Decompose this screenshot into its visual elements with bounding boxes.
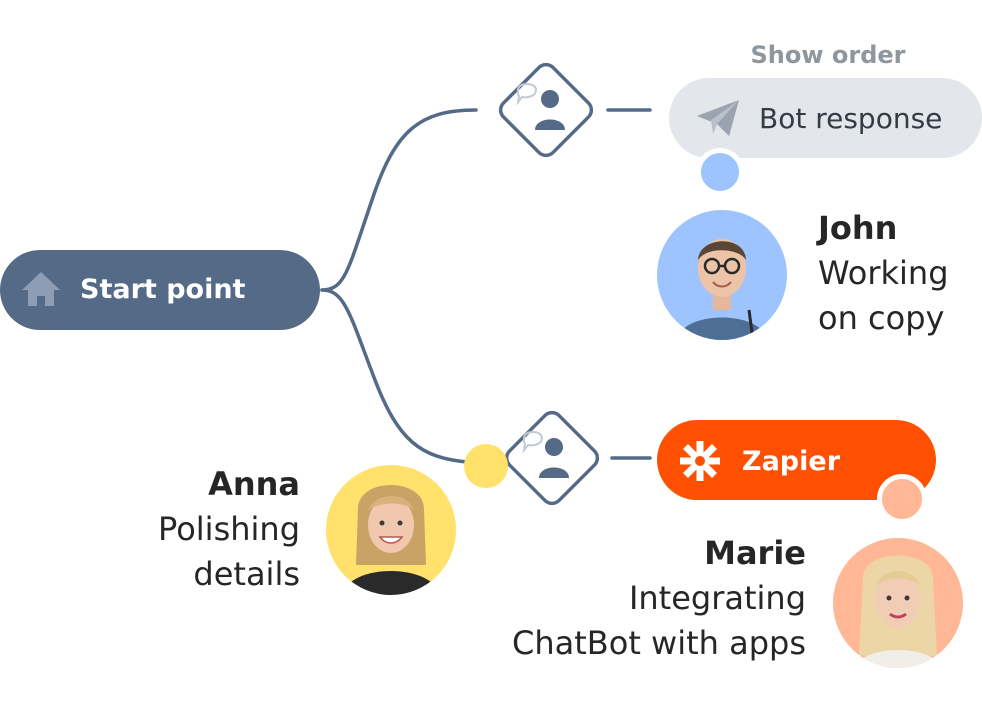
- collaborator-anna: Anna Polishing details: [100, 462, 300, 597]
- collaborator-role-line: on copy: [818, 299, 945, 337]
- status-dot-orange: [877, 474, 927, 524]
- user-condition-node-top[interactable]: [488, 52, 604, 168]
- start-point-node[interactable]: Start point: [0, 250, 320, 330]
- avatar-anna: [326, 465, 456, 595]
- collaborator-role-line: details: [193, 555, 300, 593]
- avatar-john: [657, 210, 787, 340]
- collaborator-name: Marie: [704, 534, 806, 572]
- status-dot-yellow: [464, 444, 508, 488]
- paper-plane-icon: [697, 100, 739, 136]
- avatar-marie: [833, 538, 963, 668]
- user-condition-node-bottom[interactable]: [494, 400, 610, 516]
- collaborator-role-line: Polishing: [158, 510, 300, 548]
- user-chat-icon: [516, 83, 565, 130]
- start-point-label: Start point: [80, 274, 246, 305]
- home-icon: [22, 272, 60, 306]
- collaborator-marie: Marie Integrating ChatBot with apps: [440, 531, 806, 666]
- person-marie-illustration: [855, 555, 941, 668]
- collaborator-john: John Working on copy: [818, 206, 978, 341]
- connector-branch-top: [320, 108, 478, 292]
- person-anna-illustration: [342, 485, 440, 595]
- collaborator-role-line: Working: [818, 254, 949, 292]
- connector-branch-bottom: [320, 288, 470, 464]
- collaborator-role-line: ChatBot with apps: [512, 624, 806, 662]
- zapier-asterisk-icon: [680, 441, 720, 481]
- collaborator-name: Anna: [208, 465, 300, 503]
- collaborator-role-line: Integrating: [628, 579, 806, 617]
- user-chat-icon: [522, 431, 569, 478]
- zapier-label: Zapier: [742, 446, 841, 477]
- status-dot-blue: [696, 148, 744, 196]
- bot-response-label: Bot response: [759, 102, 943, 135]
- show-order-caption: Show order: [750, 41, 906, 69]
- collaborator-name: John: [818, 209, 898, 247]
- person-john-illustration: [677, 239, 767, 340]
- bot-response-node[interactable]: Bot response: [669, 78, 982, 158]
